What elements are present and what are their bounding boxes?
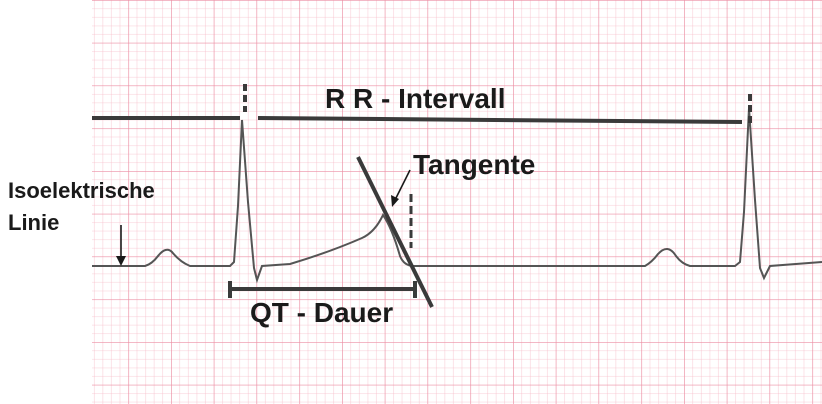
tangent-line <box>356 156 434 308</box>
rr-interval-bar <box>257 116 743 124</box>
tangent-arrow <box>394 169 411 201</box>
ecg-grid <box>92 0 822 404</box>
ecg-trace <box>92 107 822 284</box>
tangent-arrow-head <box>391 195 399 207</box>
rr-interval-label: R R - Intervall <box>325 83 505 114</box>
qt-duration-label: QT - Dauer <box>250 297 393 328</box>
tangent-label: Tangente <box>413 149 535 180</box>
isoelectric-label-line2: Linie <box>8 210 59 235</box>
isoelectric-arrow-head <box>116 256 126 266</box>
isoelectric-label-line1: Isoelektrische <box>8 178 155 203</box>
